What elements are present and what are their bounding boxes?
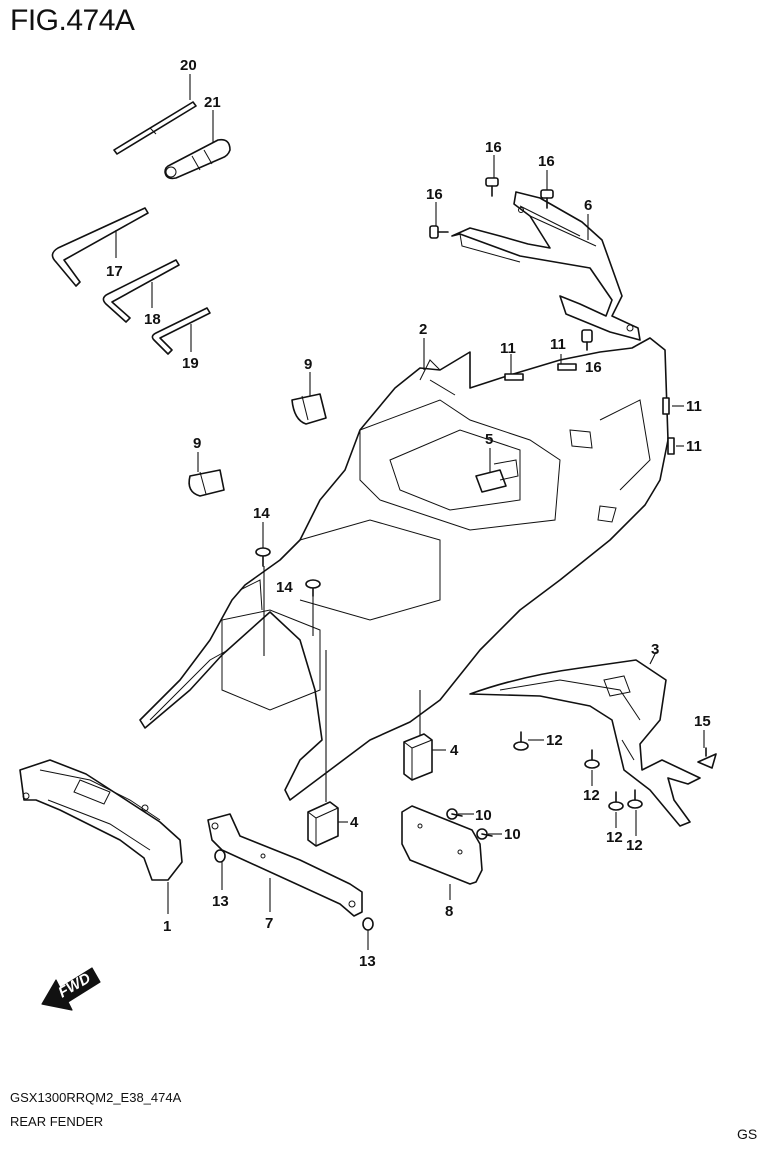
part-9-cushion[interactable]	[291, 393, 327, 425]
part-15-clip[interactable]	[697, 747, 717, 769]
callout-12: 12	[583, 787, 600, 804]
part-11-pad[interactable]	[667, 437, 675, 455]
callout-11: 11	[686, 438, 702, 455]
callout-12: 12	[626, 837, 643, 854]
callout-13: 13	[212, 893, 229, 910]
footer-region-code: GS	[737, 1126, 758, 1142]
part-13-nut[interactable]	[214, 849, 226, 863]
callout-7: 7	[265, 915, 273, 932]
part-4-cushion[interactable]	[307, 801, 339, 847]
callout-2: 2	[419, 321, 427, 338]
callout-21: 21	[204, 94, 221, 111]
callout-12: 12	[546, 732, 563, 749]
part-10-screw[interactable]	[446, 808, 463, 820]
callout-11: 11	[550, 336, 566, 353]
callout-11: 11	[500, 340, 516, 357]
part-12-bolt[interactable]	[513, 731, 529, 751]
part-14-screw[interactable]	[255, 547, 271, 567]
callout-1: 1	[163, 918, 171, 935]
callout-16: 16	[538, 153, 555, 170]
callout-9: 9	[304, 356, 312, 373]
callout-14: 14	[276, 579, 293, 596]
footer-model-code: GSX1300RRQM2_E38_474A	[10, 1090, 182, 1105]
callout-4: 4	[350, 814, 359, 831]
callout-8: 8	[445, 903, 453, 920]
part-12-bolt[interactable]	[627, 789, 643, 809]
callout-11: 11	[686, 398, 702, 415]
part-20-screwdriver-bit[interactable]	[113, 101, 197, 155]
callout-13: 13	[359, 953, 376, 970]
part-3-rear-fender-lower[interactable]	[469, 659, 701, 827]
part-10-screw[interactable]	[476, 828, 493, 840]
part-7-stay-bar[interactable]	[207, 813, 363, 917]
callout-4: 4	[450, 742, 459, 759]
callout-19: 19	[182, 355, 199, 372]
part-11-pad[interactable]	[504, 373, 524, 381]
callout-15: 15	[694, 713, 711, 730]
part-1-front-cover[interactable]	[19, 759, 183, 881]
callout-9: 9	[193, 435, 201, 452]
part-18-hex-wrench-medium[interactable]	[102, 259, 180, 323]
footer-section-name: REAR FENDER	[10, 1114, 104, 1129]
part-6-grab-bracket[interactable]	[451, 191, 641, 341]
callout-14: 14	[253, 505, 270, 522]
part-16-bolt[interactable]	[429, 225, 449, 239]
part-5-clamp-block[interactable]	[475, 459, 519, 493]
part-16-bolt[interactable]	[581, 329, 593, 351]
callout-12: 12	[606, 829, 623, 846]
callout-3: 3	[651, 641, 659, 658]
figure-title: FIG.474A	[10, 4, 135, 37]
part-21-screwdriver-handle[interactable]	[164, 138, 231, 180]
callout-6: 6	[584, 197, 592, 214]
callout-16: 16	[485, 139, 502, 156]
callout-10: 10	[504, 826, 521, 843]
callout-10: 10	[475, 807, 492, 824]
part-14-screw[interactable]	[305, 579, 321, 597]
callout-16: 16	[426, 186, 443, 203]
part-9-cushion[interactable]	[188, 469, 225, 497]
part-11-pad[interactable]	[662, 397, 670, 415]
part-12-bolt[interactable]	[584, 749, 600, 769]
callout-16: 16	[585, 359, 602, 376]
part-17-hex-wrench-large[interactable]	[51, 207, 149, 287]
callout-5: 5	[485, 431, 493, 448]
part-16-bolt[interactable]	[485, 177, 499, 197]
callout-18: 18	[144, 311, 161, 328]
fwd-arrow-icon: FWD	[41, 967, 101, 1011]
part-8-mud-flap[interactable]	[401, 805, 483, 885]
part-2-rear-fender[interactable]	[139, 337, 669, 801]
callout-20: 20	[180, 57, 197, 74]
part-19-hex-wrench-small[interactable]	[151, 307, 211, 355]
part-11-pad[interactable]	[557, 363, 577, 371]
part-4-cushion[interactable]	[403, 733, 433, 781]
part-12-bolt[interactable]	[608, 791, 624, 811]
leader-lines	[115, 74, 705, 950]
callout-17: 17	[106, 263, 123, 280]
part-13-nut[interactable]	[362, 917, 374, 931]
